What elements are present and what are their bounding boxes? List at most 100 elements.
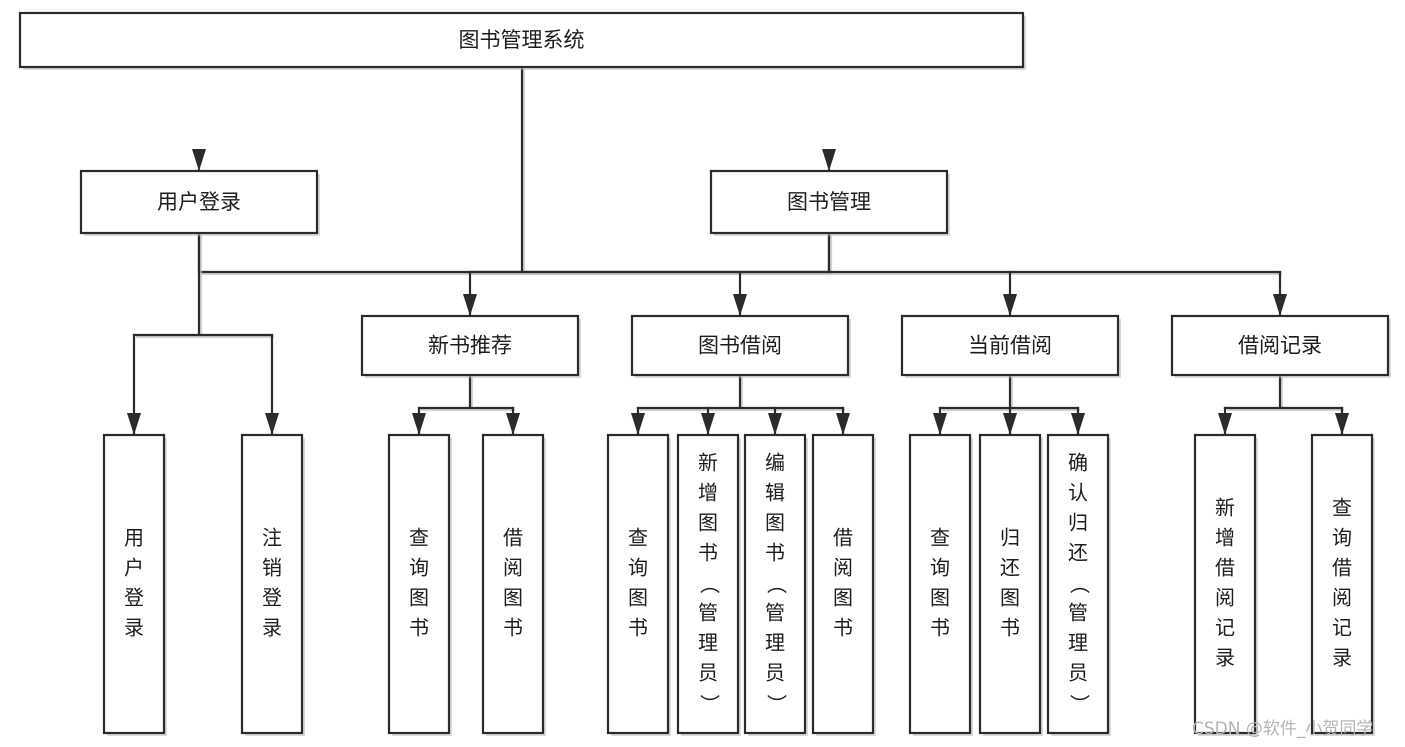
node-box-leaf-return-book[interactable] [978, 433, 1042, 735]
node-current-borrow[interactable]: 当前借阅 [900, 314, 1121, 378]
node-user-login[interactable]: 用户登录 [79, 169, 320, 236]
node-box-borrow-record[interactable] [1170, 314, 1390, 377]
node-box-leaf-edit-book-admin[interactable] [743, 433, 807, 735]
label-char: 记 [1215, 616, 1235, 640]
arrow-head-icon [265, 413, 279, 435]
connector-book-management-bus [463, 231, 1287, 317]
node-leaf-user-login[interactable]: 用户登录 [102, 433, 167, 736]
label-char: 认 [1068, 481, 1088, 505]
arrow-head-icon [412, 413, 426, 435]
node-box-root[interactable] [18, 11, 1025, 69]
node-label-book-borrow: 图书借阅 [698, 334, 782, 358]
node-box-leaf-query-book-borrow[interactable] [606, 433, 670, 735]
node-book-management[interactable]: 图书管理 [709, 169, 950, 236]
label-char: 记 [1332, 616, 1352, 640]
node-box-leaf-confirm-return-admin[interactable] [1046, 433, 1110, 735]
arrow-head-icon [631, 413, 645, 435]
node-box-book-management[interactable] [709, 169, 949, 235]
label-char: ） [1068, 694, 1092, 714]
arrow-head-icon [506, 413, 520, 435]
label-char: 新 [1215, 496, 1235, 520]
node-box-leaf-add-borrow-record[interactable] [1193, 433, 1257, 735]
label-char: 销 [262, 556, 282, 580]
label-char: 图 [1000, 586, 1020, 610]
csdn-watermark: CSDN @软件_小贺同学 [1192, 719, 1373, 739]
label-char: 登 [124, 586, 144, 610]
label-char: 图 [628, 586, 648, 610]
arrow-head-icon [127, 413, 141, 435]
connector-user-login-bus [127, 231, 279, 436]
label-char: 理 [1068, 631, 1088, 655]
arrow-head-icon [1003, 413, 1017, 435]
label-char: 借 [1215, 556, 1235, 580]
node-label-user-login: 用户登录 [157, 190, 241, 214]
node-box-leaf-query-borrow-record[interactable] [1310, 433, 1374, 735]
arrow-head-icon [1218, 413, 1232, 435]
label-char: 书 [765, 541, 785, 565]
node-box-user-login[interactable] [79, 169, 319, 235]
node-root[interactable]: 图书管理系统 [18, 11, 1026, 70]
label-char: 理 [765, 631, 785, 655]
label-char: 阅 [1332, 586, 1352, 610]
connector-current-borrow-bus [933, 373, 1085, 436]
node-box-leaf-user-logout[interactable] [240, 433, 304, 735]
connector-new-book-recommend-bus [412, 373, 520, 436]
node-box-current-borrow[interactable] [900, 314, 1120, 377]
node-layer: 图书管理系统用户登录图书管理新书推荐图书借阅当前借阅借阅记录用户登录注销登录查询… [18, 11, 1391, 736]
arrow-head-icon [822, 149, 836, 171]
label-char: 员 [698, 661, 718, 685]
label-char: 查 [1332, 496, 1352, 520]
label-char: 员 [765, 661, 785, 685]
node-box-leaf-query-book-rec[interactable] [387, 433, 451, 735]
label-char: 理 [698, 631, 718, 655]
label-char: 增 [698, 481, 718, 505]
label-char: 书 [409, 616, 429, 640]
label-char: 借 [1332, 556, 1352, 580]
node-box-book-borrow[interactable] [630, 314, 850, 377]
node-label-borrow-record: 借阅记录 [1238, 334, 1322, 358]
label-char: 图 [698, 511, 718, 535]
connector-layer [127, 65, 1349, 436]
node-box-leaf-add-book-admin[interactable] [676, 433, 740, 735]
label-char: 阅 [833, 556, 853, 580]
node-label-current-borrow: 当前借阅 [968, 334, 1052, 358]
label-char: ） [698, 694, 722, 714]
label-char: 编 [765, 451, 785, 475]
node-borrow-record[interactable]: 借阅记录 [1170, 314, 1391, 378]
label-char: 书 [628, 616, 648, 640]
node-box-leaf-borrow-book-rec[interactable] [481, 433, 545, 735]
node-box-leaf-query-book-current[interactable] [908, 433, 972, 735]
label-char: （ [765, 574, 789, 594]
label-char: （ [698, 574, 722, 594]
node-book-borrow[interactable]: 图书借阅 [630, 314, 851, 378]
node-new-book-recommend[interactable]: 新书推荐 [360, 314, 581, 378]
label-char: 登 [262, 586, 282, 610]
node-box-leaf-user-login[interactable] [102, 433, 166, 735]
label-char: 查 [628, 526, 648, 550]
label-char: （ [1068, 574, 1092, 594]
node-box-leaf-borrow-book[interactable] [811, 433, 875, 735]
node-box-new-book-recommend[interactable] [360, 314, 580, 377]
label-char: 归 [1000, 526, 1020, 550]
label-char: 书 [1000, 616, 1020, 640]
watermark-layer: CSDN @软件_小贺同学 [1192, 719, 1373, 739]
arrow-head-icon [1003, 294, 1017, 316]
